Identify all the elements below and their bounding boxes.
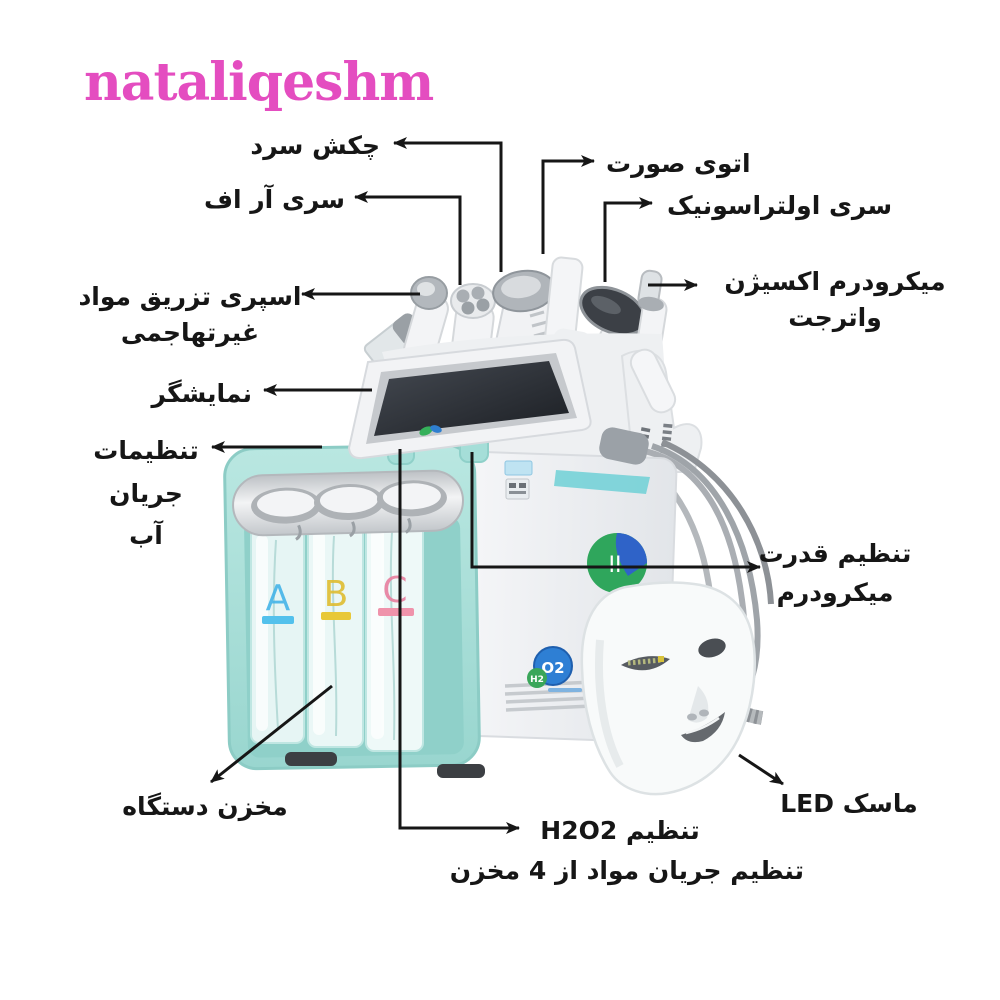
line-ultrasonic — [603, 197, 653, 282]
label-face-iron: اتوی صورت — [606, 149, 751, 178]
label-water-flow-line1: تنظیمات — [93, 436, 199, 465]
line-h2o2 — [398, 449, 520, 834]
label-microderm-power-line1: تنظیم قدرت — [758, 539, 912, 568]
h2o2-badge: O2 H2 — [527, 646, 582, 692]
label-microderm-power: تنظیم قدرت میکرودرم — [735, 535, 935, 613]
sticker-blue — [504, 460, 533, 476]
label-h2o2: تنظیم H2O2 — [540, 816, 700, 845]
label-microderm-oxygen: میکرودرم اکسیژن واترجت — [705, 264, 965, 337]
label-rf-head: سری آر اف — [203, 185, 345, 214]
annotation-connectors — [210, 137, 784, 834]
mask-right-eye — [698, 638, 726, 658]
h2o2-badge-o2: O2 — [541, 659, 564, 677]
line-face-iron — [541, 155, 595, 254]
line-rf-head — [354, 191, 462, 285]
label-spray: اسپری تزریق مواد غیرتهاجمی — [72, 279, 308, 352]
label-microderm-oxygen-line1: میکرودرم اکسیژن — [724, 267, 946, 296]
tank-letter-a: A — [266, 578, 291, 619]
label-cold-hammer: چکش سرد — [250, 131, 380, 160]
brand-logo: nataliqeshm — [84, 52, 434, 113]
sprout-icon — [419, 426, 433, 436]
h2o2-badge-h2: H2 — [530, 675, 544, 685]
label-water-flow-line2: جریان — [109, 478, 183, 508]
cable-port — [599, 427, 649, 465]
led-mask — [580, 581, 757, 796]
sticker-label — [505, 478, 530, 500]
tank-label-a — [262, 616, 294, 624]
line-device-tank — [210, 684, 333, 784]
tank-label-c — [378, 608, 414, 616]
teal-strip — [554, 470, 650, 494]
water-knob-panel — [232, 469, 464, 541]
label-microderm-oxygen-line2: واترجت — [788, 303, 882, 333]
label-ultrasonic: سری اولتراسونیک — [667, 191, 893, 220]
tank-section: A B C — [223, 443, 481, 771]
label-spray-line1: اسپری تزریق مواد — [78, 282, 302, 311]
side-leaf-logo: II — [587, 533, 647, 593]
tank-label-b — [321, 612, 351, 620]
label-water-flow: تنظیمات جریان آب — [66, 430, 226, 558]
label-spray-line2: غیرتهاجمی — [120, 318, 260, 348]
label-led-mask: ماسک LED — [780, 789, 918, 818]
label-device-tank: مخزن دستگاه — [122, 792, 288, 821]
line-microderm-power — [470, 452, 761, 573]
label-water-flow-line3: آب — [129, 521, 163, 550]
line-cold-hammer — [393, 137, 503, 272]
tank-letter-c: C — [382, 570, 407, 611]
mask-led-strip — [627, 657, 663, 666]
line-led-mask — [738, 753, 784, 786]
label-microderm-power-line2: میکرودرم — [776, 577, 894, 607]
label-display: نمایشگر — [151, 379, 252, 408]
label-flow-from-tanks: تنظیم جریان مواد از 4 مخزن — [449, 856, 804, 885]
display-screen — [347, 338, 592, 465]
tank-letter-b: B — [324, 574, 349, 615]
